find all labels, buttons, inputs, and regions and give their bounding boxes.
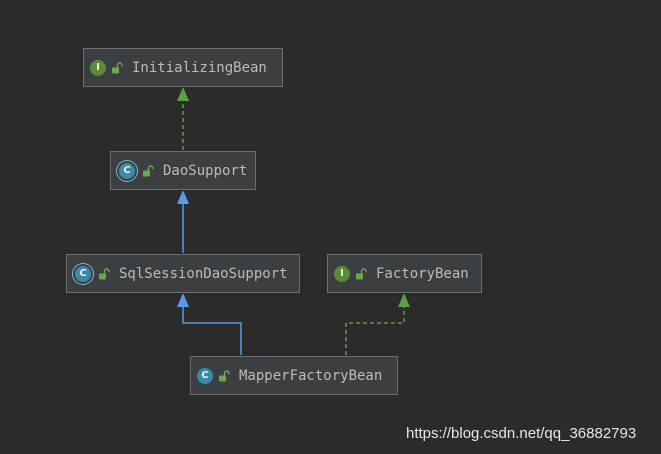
edge-daosupport-implements-initializingbean bbox=[177, 87, 189, 150]
node-label: SqlSessionDaoSupport bbox=[119, 265, 288, 282]
node-dao-support[interactable]: C DaoSupport bbox=[110, 151, 256, 190]
watermark: https://blog.csdn.net/qq_36882793 bbox=[406, 425, 637, 442]
node-label: InitializingBean bbox=[132, 59, 267, 76]
node-label: MapperFactoryBean bbox=[239, 367, 383, 384]
open-lock-icon bbox=[143, 164, 154, 176]
edge-mapperfactorybean-implements-factorybean bbox=[345, 293, 410, 355]
open-lock-icon bbox=[219, 369, 230, 381]
interface-icon: I bbox=[334, 265, 350, 282]
open-lock-icon bbox=[112, 61, 123, 73]
node-factory-bean[interactable]: I FactoryBean bbox=[327, 254, 482, 293]
edge-sqlsessiondaosupport-extends-daosupport bbox=[177, 190, 189, 253]
node-label: FactoryBean bbox=[376, 265, 469, 282]
open-lock-icon bbox=[356, 267, 367, 279]
node-sql-session-dao-support[interactable]: C SqlSessionDaoSupport bbox=[66, 254, 300, 293]
edge-mapperfactorybean-extends-sqlsessiondaosupport bbox=[177, 293, 242, 355]
open-lock-icon bbox=[99, 267, 110, 279]
class-icon: C bbox=[197, 367, 213, 384]
node-label: DaoSupport bbox=[163, 162, 248, 179]
interface-icon: I bbox=[90, 59, 106, 76]
abstract-class-icon: C bbox=[75, 265, 91, 282]
node-mapper-factory-bean[interactable]: C MapperFactoryBean bbox=[190, 356, 398, 395]
node-initializing-bean[interactable]: I InitializingBean bbox=[83, 48, 283, 87]
abstract-class-icon: C bbox=[119, 162, 135, 179]
